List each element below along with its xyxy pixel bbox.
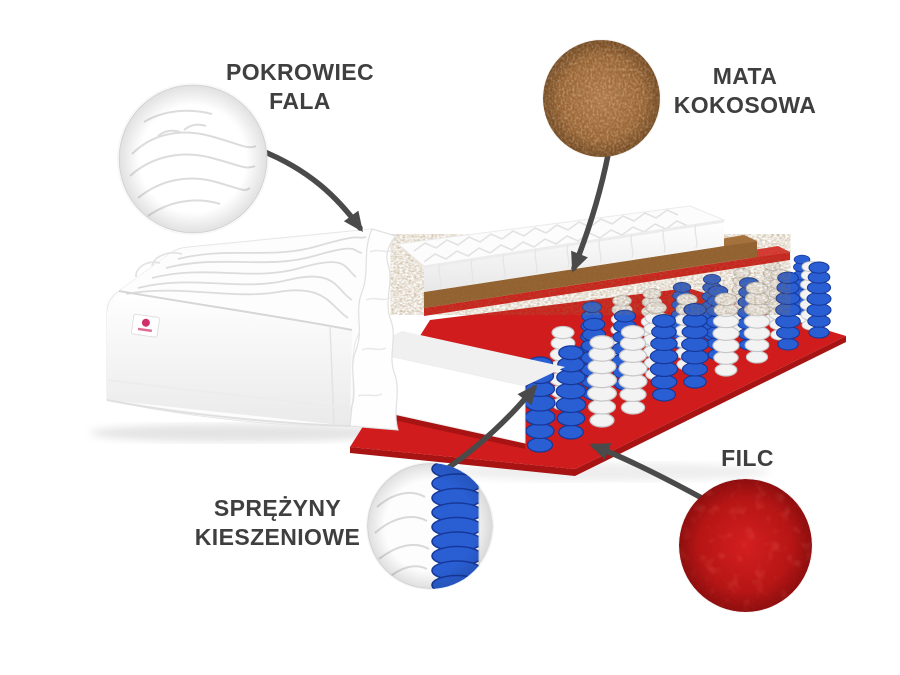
springs-label-line1: SPRĘŻYNY [213, 495, 342, 521]
arrow-cover [257, 147, 363, 233]
arrow-springs [445, 384, 538, 471]
felt-texture-inset [679, 479, 812, 612]
batting-texture [357, 249, 393, 397]
cover-label-line1: POKROWIEC [226, 59, 374, 85]
pocket-spring-photo [367, 463, 493, 589]
coconut-label-line2: KOKOSOWA [673, 92, 817, 118]
cover-piping-edge [423, 219, 725, 269]
callout-arrows [257, 147, 703, 500]
torn-cover-edge [349, 228, 399, 431]
coconut-label-line1: MATA [712, 63, 778, 89]
springs-label: SPRĘŻYNY KIESZENIOWE [190, 494, 365, 552]
border-band-seam [107, 379, 352, 409]
brand-tag [130, 313, 160, 338]
red-felt-photo [679, 479, 812, 612]
springs-texture-inset [367, 463, 493, 589]
front-piping-edge [118, 290, 353, 331]
arrow-felt [589, 442, 703, 500]
quilt-wave-lines [125, 236, 367, 319]
felt-label: FILC [700, 444, 795, 473]
cover-texture-inset [118, 84, 268, 234]
arrow-coconut [571, 152, 611, 273]
cover-label-line2: FALA [269, 88, 331, 114]
cover-seam [329, 325, 335, 425]
coconut-texture-inset [543, 40, 660, 157]
cover-front-waves [438, 223, 698, 289]
coconut-mat-photo [543, 40, 660, 157]
bottom-piping-edge [106, 399, 351, 427]
quilted-fabric-photo [118, 84, 268, 234]
felt-label-line1: FILC [721, 445, 774, 471]
mattress-body [106, 228, 373, 427]
coconut-label: MATA KOKOSOWA [660, 62, 830, 120]
springs-label-line2: KIESZENIOWE [194, 524, 361, 550]
cover-label: POKROWIEC FALA [215, 58, 385, 116]
